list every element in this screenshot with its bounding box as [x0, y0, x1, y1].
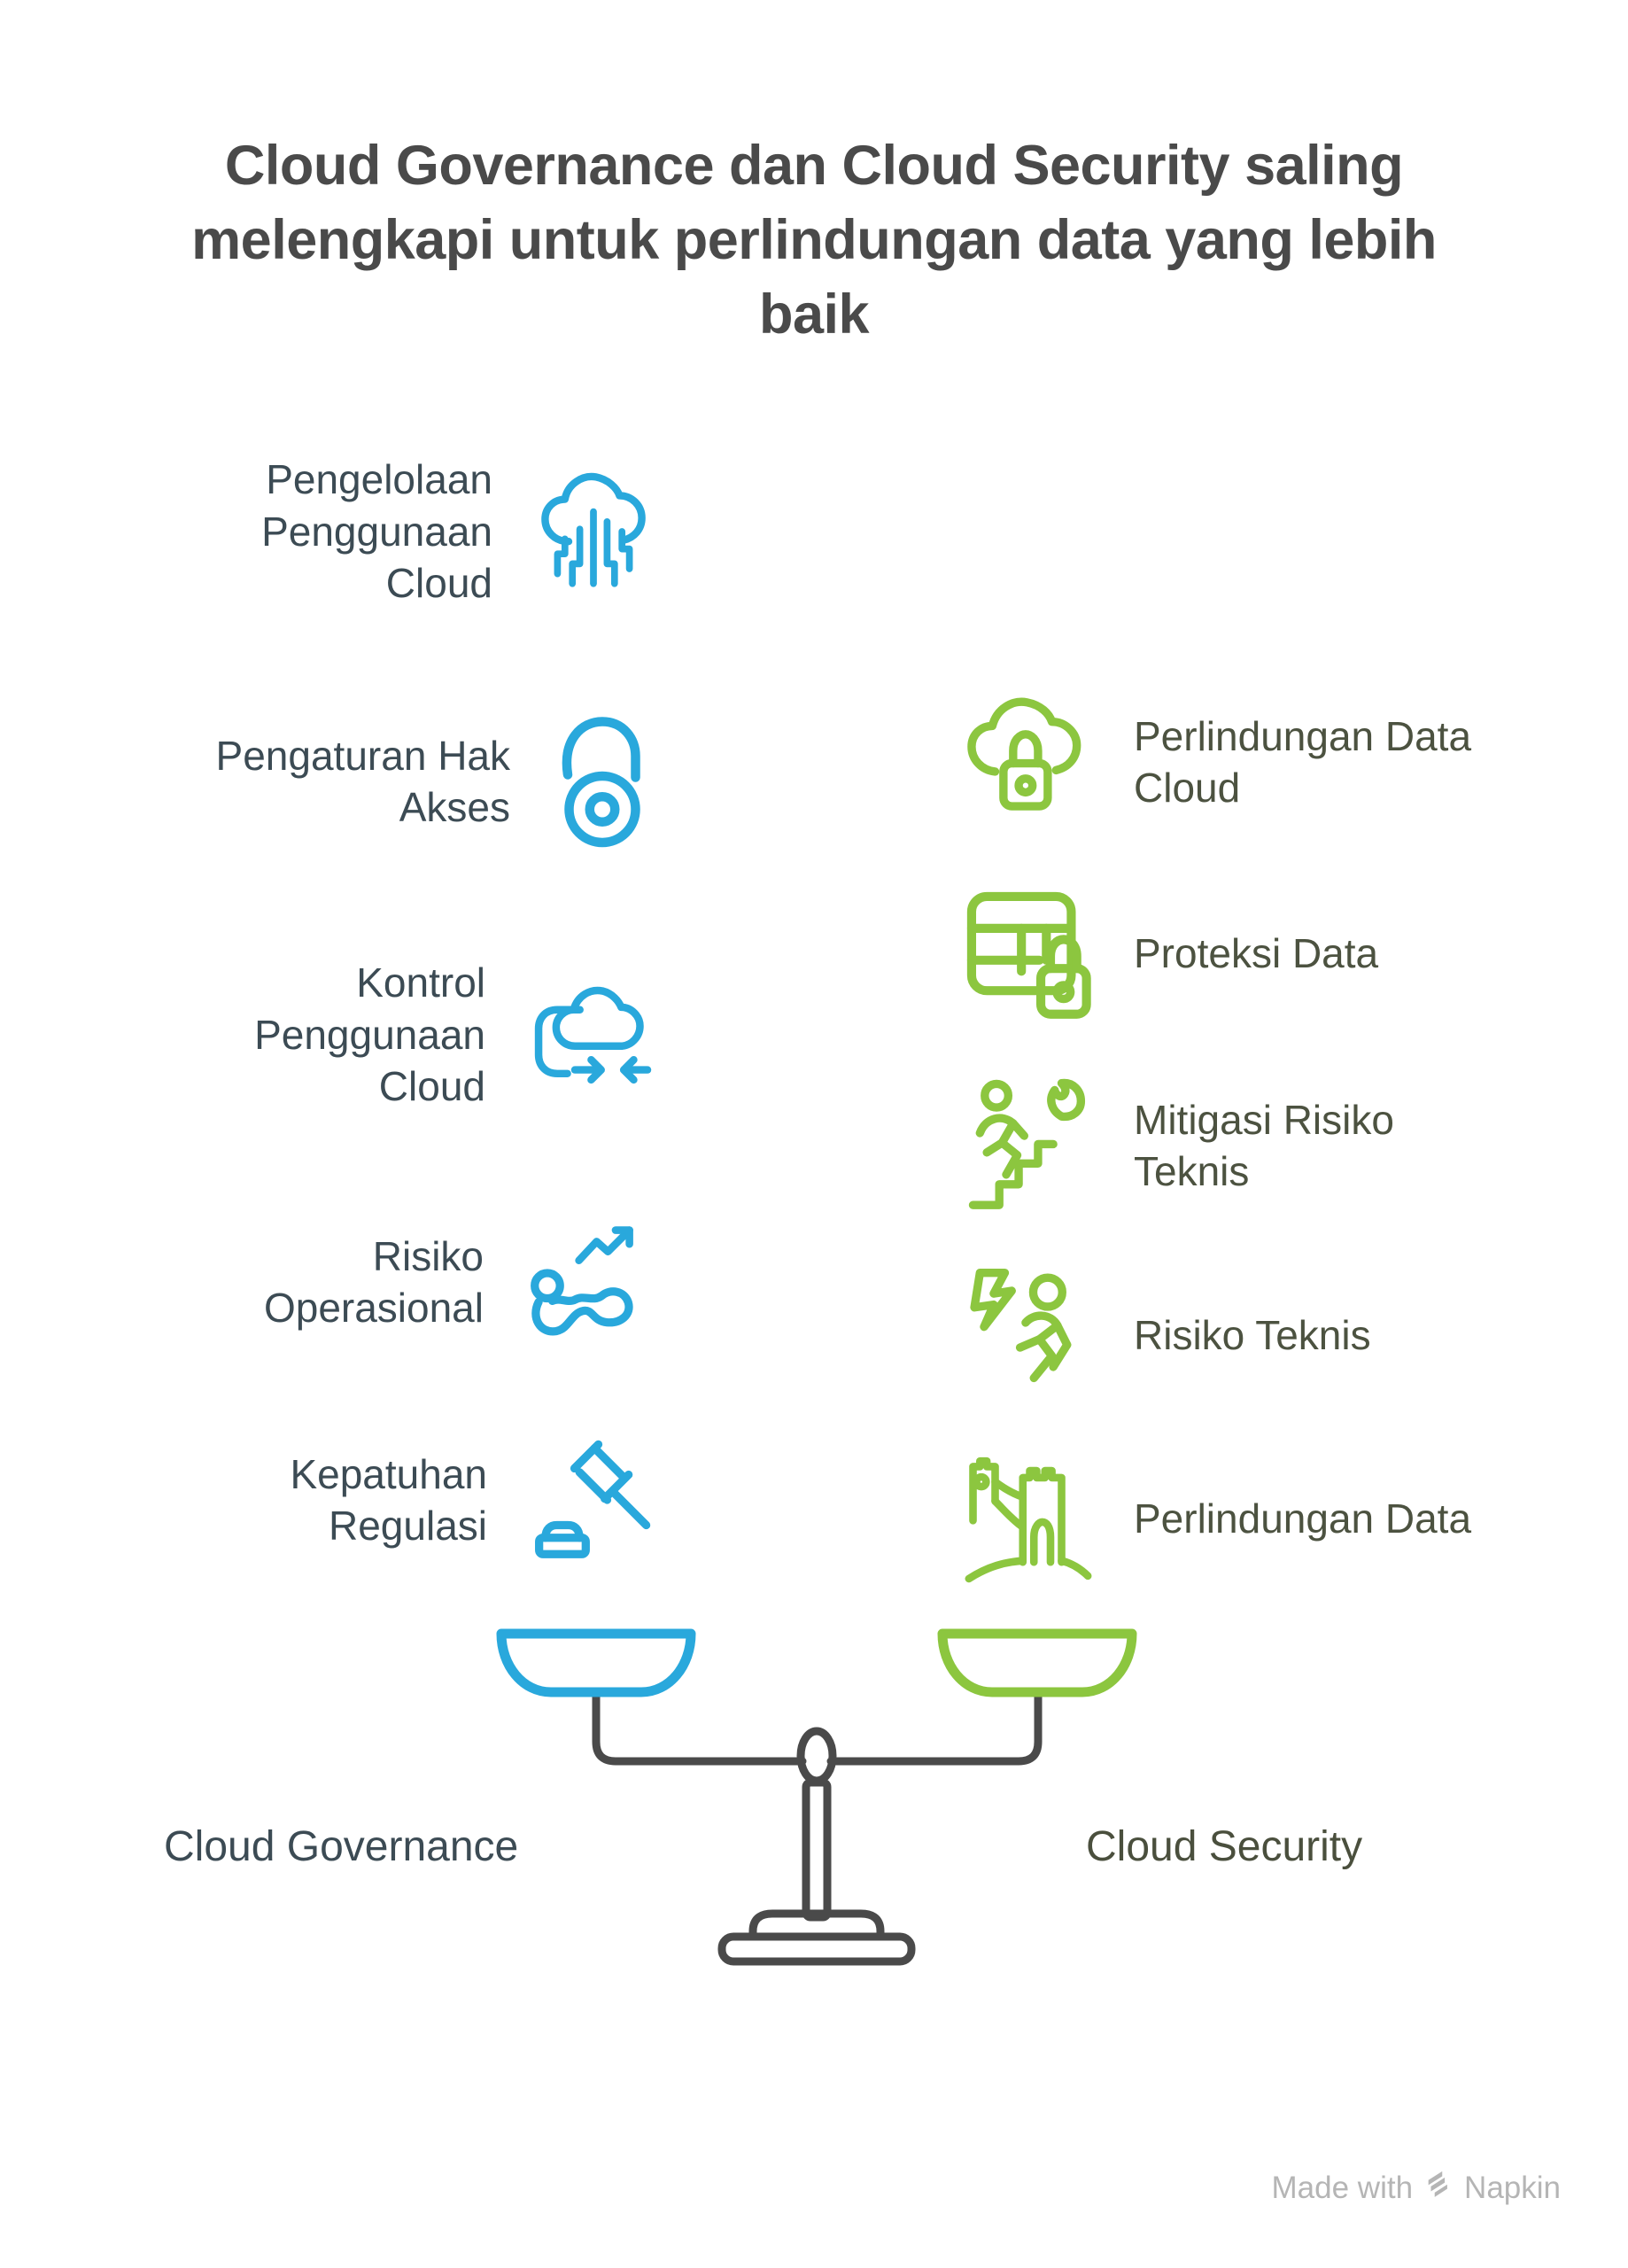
- open-padlock-icon: [549, 711, 655, 852]
- table-lock-icon: [962, 882, 1095, 1024]
- list-item-kontrol: Kontrol Penggunaan Cloud: [142, 936, 655, 1134]
- watermark-brand: Napkin: [1464, 2170, 1561, 2205]
- list-item-kepatuhan: Kepatuhan Regulasi: [142, 1414, 655, 1586]
- list-item-risiko-operasional: Risiko Operasional: [142, 1198, 655, 1366]
- list-item-pengaturan: Pengaturan Hak Akses: [142, 700, 655, 863]
- watermark: Made with Napkin: [1272, 2169, 1561, 2207]
- item-label: Pengelolaan Penggunaan Cloud: [261, 456, 492, 607]
- great-wall-icon: [962, 1451, 1095, 1586]
- scale-pole: [802, 1778, 832, 1922]
- balance-scale: [478, 1621, 1151, 1976]
- person-trend-icon: [523, 1223, 655, 1341]
- watermark-prefix: Made with: [1271, 2170, 1414, 2205]
- cloud-data-icon: [531, 467, 655, 596]
- person-lightning-icon: [962, 1264, 1095, 1406]
- scale-base-bottom: [717, 1932, 916, 1966]
- cloud-sync-icon: [524, 977, 655, 1092]
- cloud-lock-icon: [962, 691, 1095, 833]
- item-label: Perlindungan Data: [1134, 1495, 1472, 1542]
- item-label: Pengaturan Hak Akses: [215, 732, 510, 830]
- scale-pivot: [796, 1727, 837, 1785]
- list-item-risiko-teknis: Risiko Teknis: [962, 1247, 1547, 1423]
- list-item-perlindungan-data-cloud: Perlindungan Data Cloud: [962, 677, 1547, 847]
- page-title: Cloud Governance dan Cloud Security sali…: [191, 135, 1437, 346]
- list-item-proteksi-data: Proteksi Data: [962, 868, 1547, 1038]
- list-item-pengelolaan: Pengelolaan Penggunaan Cloud: [142, 432, 655, 631]
- scale-base-top: [748, 1909, 885, 1941]
- list-item-perlindungan-data: Perlindungan Data: [962, 1435, 1547, 1602]
- item-label: Risiko Teknis: [1134, 1311, 1371, 1358]
- gavel-icon: [526, 1434, 655, 1565]
- list-item-mitigasi-risiko: Mitigasi Risiko Teknis: [962, 1058, 1547, 1233]
- governance-pan: [496, 1628, 696, 1697]
- item-label: Proteksi Data: [1134, 929, 1379, 976]
- item-label: Kontrol Penggunaan Cloud: [254, 959, 485, 1110]
- person-stairs-flame-icon: [962, 1075, 1095, 1216]
- item-label: Risiko Operasional: [263, 1232, 484, 1331]
- napkin-logo-icon: [1423, 2169, 1454, 2207]
- security-label: Cloud Security: [1086, 1823, 1363, 1870]
- item-label: Kepatuhan Regulasi: [290, 1450, 487, 1549]
- item-label: Perlindungan Data Cloud: [1134, 712, 1472, 811]
- security-pan: [937, 1628, 1137, 1697]
- item-label: Mitigasi Risiko Teknis: [1134, 1096, 1394, 1194]
- scale-arms: [592, 1688, 1043, 1766]
- governance-label: Cloud Governance: [164, 1823, 519, 1870]
